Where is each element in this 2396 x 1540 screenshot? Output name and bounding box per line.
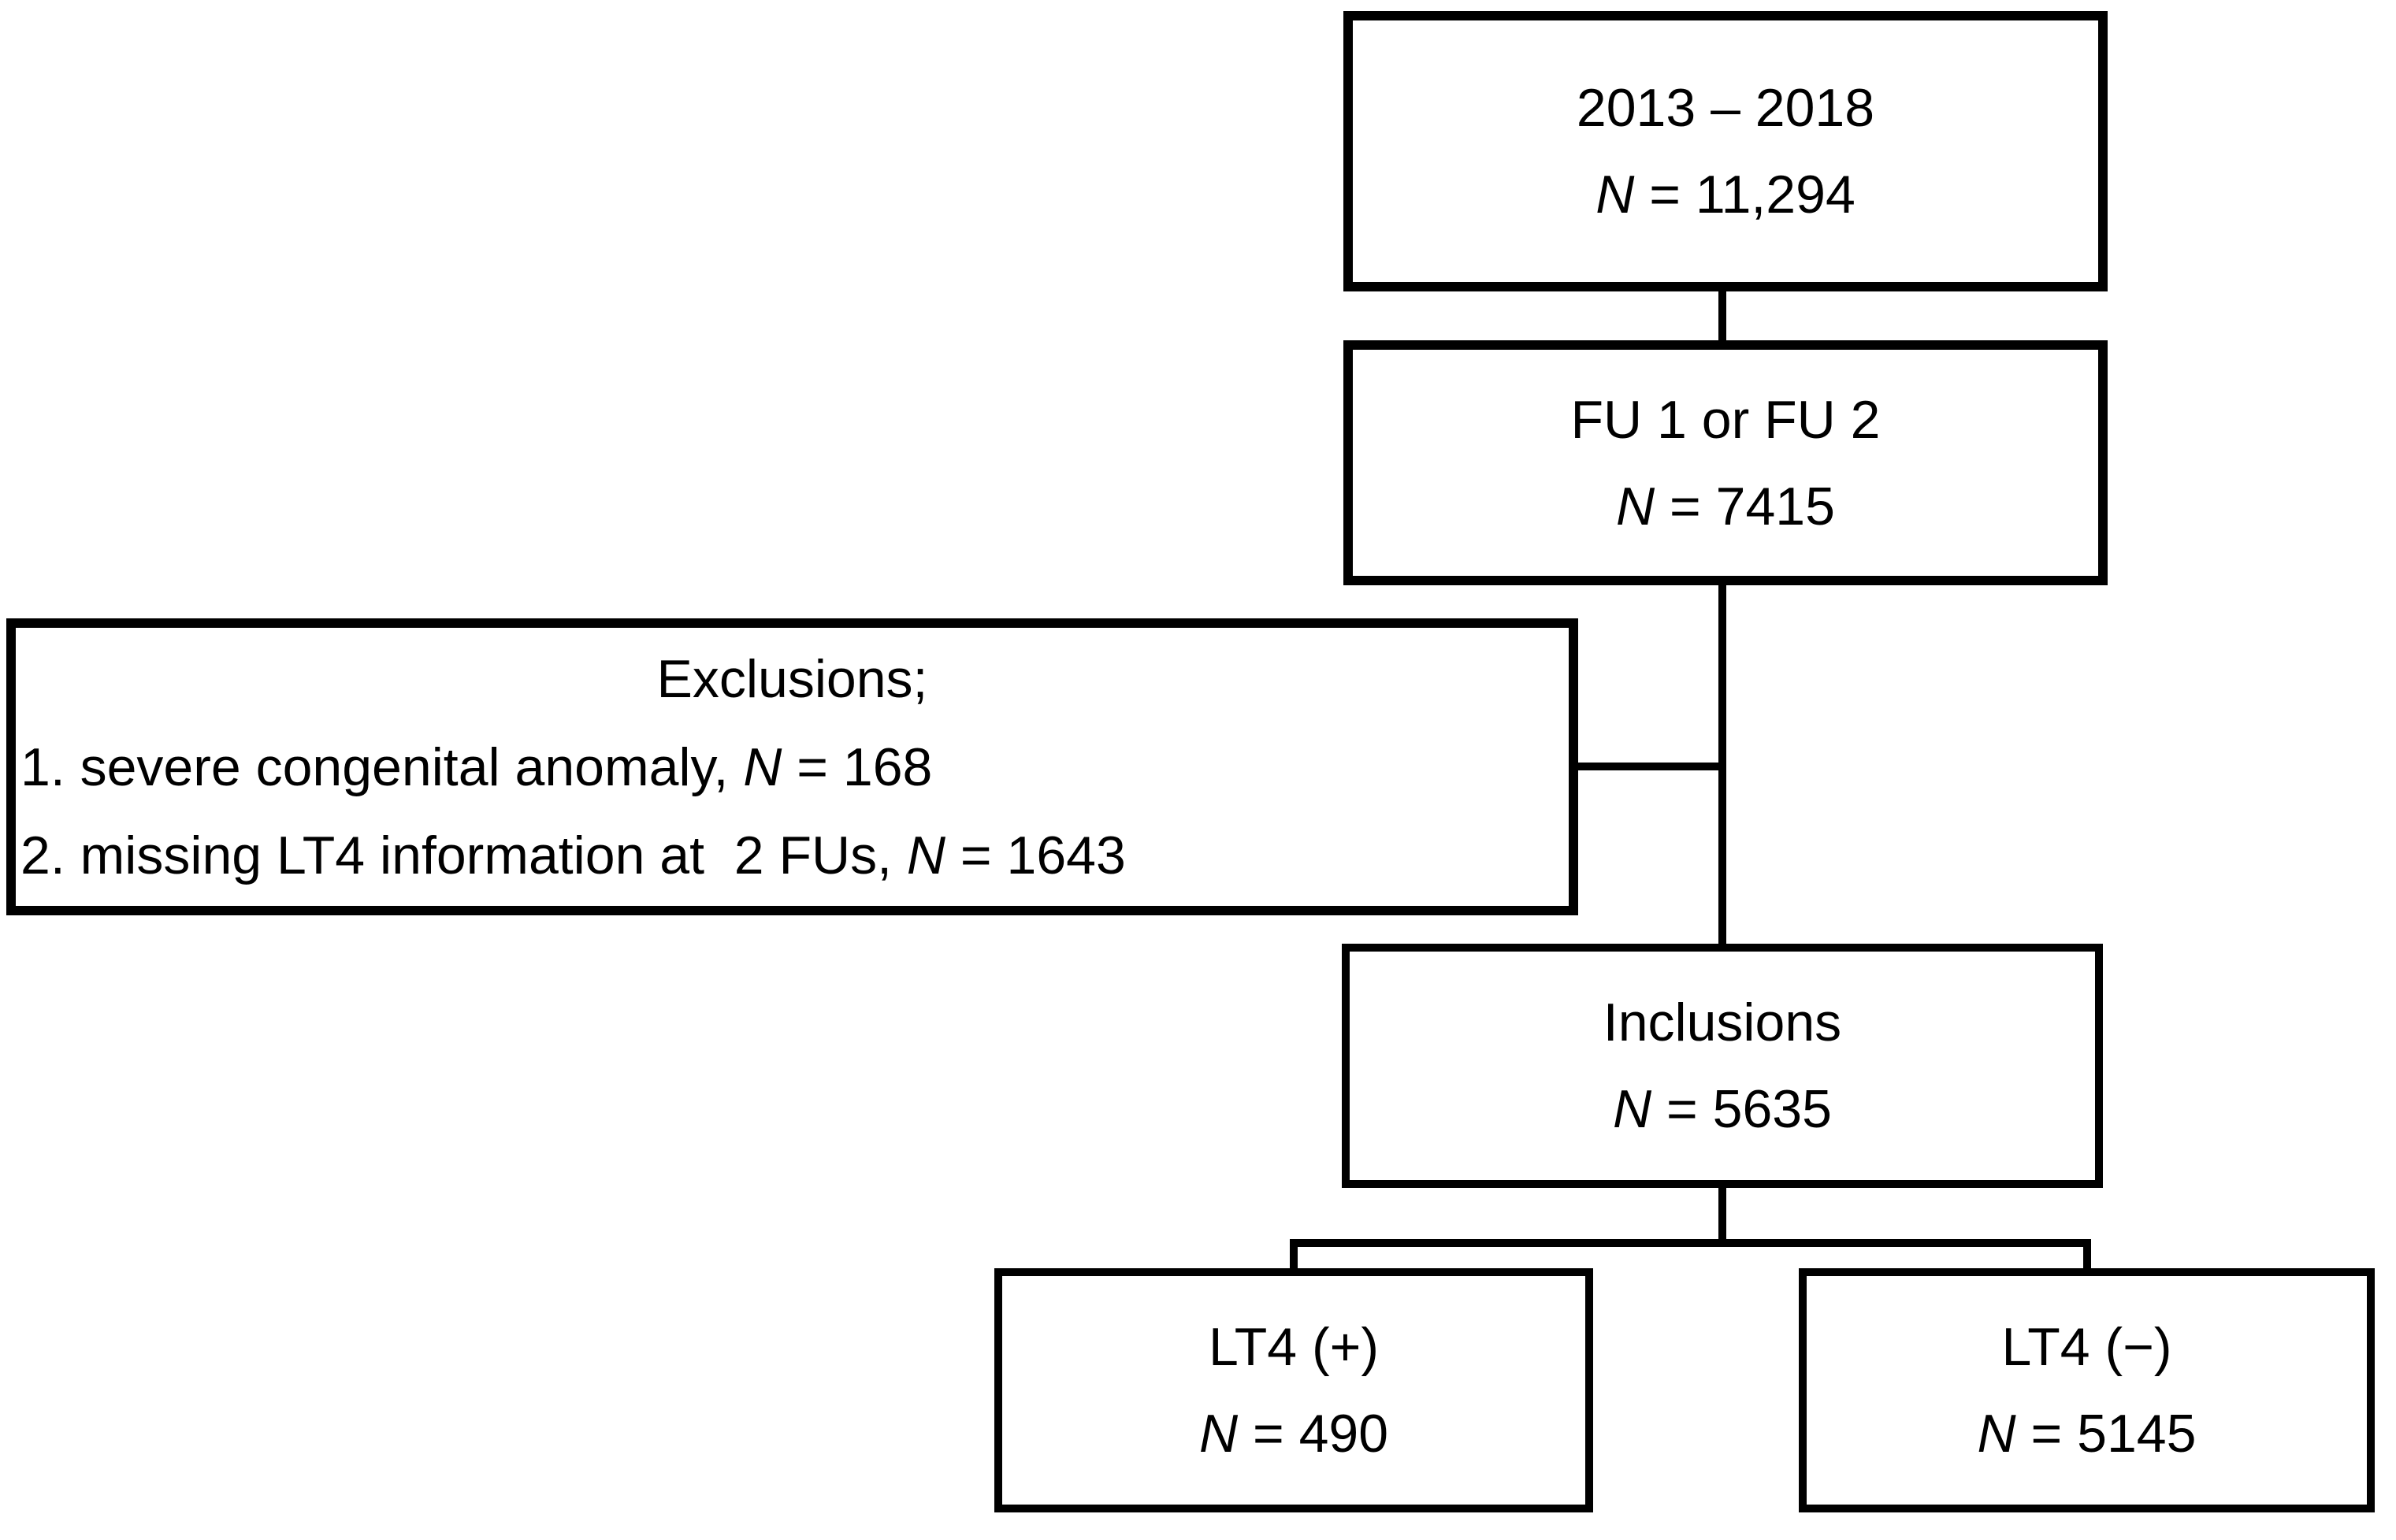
lt4-negative-title: LT4 (−) (2001, 1317, 2172, 1377)
exclusions-title: Exclusions; (656, 648, 928, 709)
exclusion-item-2: 2. missing LT4 information at 2 FUs, N =… (20, 825, 1126, 885)
followup-title: FU 1 or FU 2 (1570, 389, 1881, 450)
source-cohort-count: N = 11,294 (1595, 165, 1856, 225)
connector-stub-lt4-positive (1290, 1243, 1298, 1273)
flow-box-source-cohort: 2013 – 2018 N = 11,294 (1343, 11, 2108, 291)
inclusions-count: N = 5635 (1613, 1079, 1832, 1139)
connector-inclusions-down (1718, 1184, 1726, 1244)
inclusions-title: Inclusions (1603, 993, 1842, 1052)
connector-split-horizontal (1290, 1239, 2091, 1247)
connector-source-to-followup (1718, 288, 1726, 347)
followup-count: N = 7415 (1616, 476, 1835, 536)
flow-box-inclusions: Inclusions N = 5635 (1342, 944, 2103, 1188)
exclusion-item-1: 1. severe congenital anomaly, N = 168 (20, 737, 933, 797)
flow-box-exclusions: Exclusions; 1. severe congenital anomaly… (6, 618, 1578, 915)
flow-box-lt4-negative: LT4 (−) N = 5145 (1799, 1268, 2375, 1512)
lt4-positive-title: LT4 (+) (1208, 1317, 1380, 1377)
lt4-positive-count: N = 490 (1198, 1404, 1389, 1464)
connector-stub-lt4-negative (2083, 1243, 2091, 1273)
lt4-negative-count: N = 5145 (1977, 1404, 2197, 1464)
source-cohort-title: 2013 – 2018 (1576, 78, 1875, 138)
flow-box-followup: FU 1 or FU 2 N = 7415 (1343, 340, 2108, 585)
connector-exclusions-branch (1572, 763, 1726, 770)
flow-box-lt4-positive: LT4 (+) N = 490 (994, 1268, 1593, 1512)
